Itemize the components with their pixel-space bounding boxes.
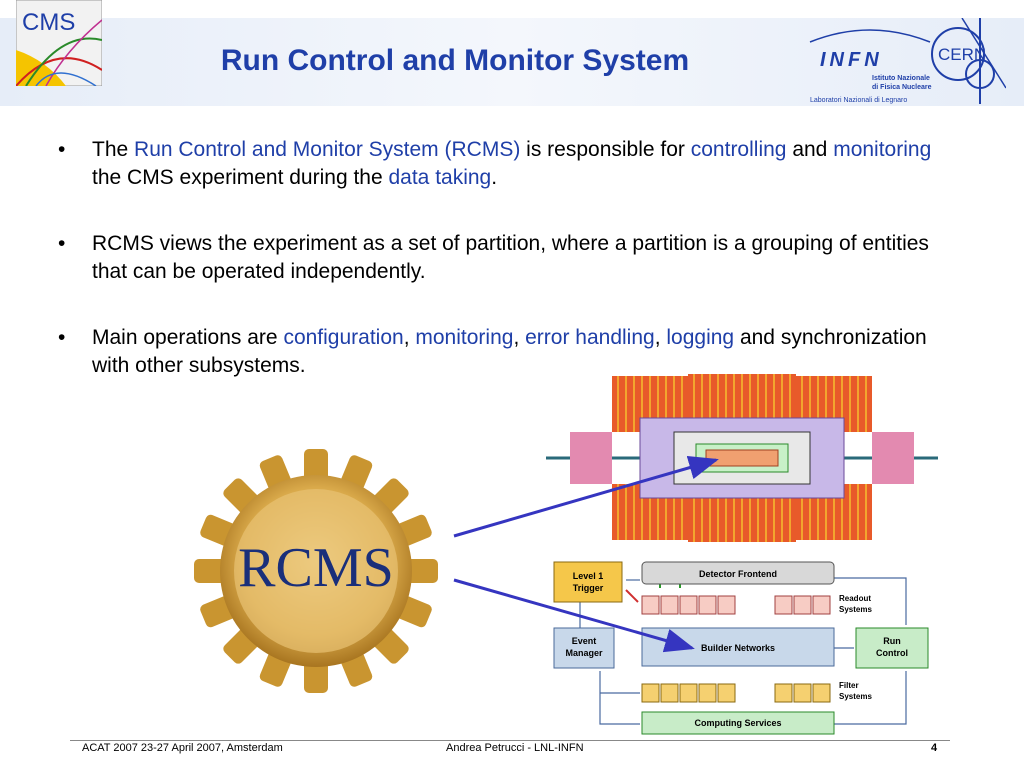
bullet-item: RCMS views the experiment as a set of pa… bbox=[58, 230, 958, 286]
highlighted-term: logging bbox=[666, 326, 735, 349]
bullet-item: Main operations are configuration, monit… bbox=[58, 324, 958, 380]
svg-text:Control: Control bbox=[876, 648, 908, 658]
svg-text:Event: Event bbox=[572, 636, 597, 646]
cell bbox=[698, 683, 717, 703]
highlighted-term: controlling bbox=[690, 138, 787, 161]
svg-text:CERN: CERN bbox=[938, 45, 986, 64]
bullet-text: . bbox=[491, 166, 498, 189]
cms-detector-image bbox=[546, 374, 938, 542]
daq-connectors bbox=[579, 577, 907, 725]
cell bbox=[793, 595, 812, 615]
cell bbox=[812, 595, 831, 615]
highlighted-term: Run Control and Monitor System (RCMS) bbox=[134, 138, 521, 161]
bullet-text: RCMS views the experiment as a set of pa… bbox=[92, 232, 929, 283]
cern-logo: CERN bbox=[931, 18, 1006, 104]
svg-text:Builder Networks: Builder Networks bbox=[701, 643, 775, 653]
bullet-text: and bbox=[786, 138, 834, 161]
bullet-list: The Run Control and Monitor System (RCMS… bbox=[58, 136, 958, 418]
svg-text:Level 1: Level 1 bbox=[573, 571, 604, 581]
computing-services-box bbox=[641, 711, 835, 735]
highlighted-term: monitoring bbox=[833, 138, 932, 161]
svg-text:RCMS: RCMS bbox=[238, 537, 394, 599]
cms-logo: CMS bbox=[16, 0, 102, 86]
cell bbox=[774, 683, 793, 703]
svg-text:Run: Run bbox=[883, 636, 901, 646]
run-control-box bbox=[855, 627, 929, 669]
highlighted-term: configuration bbox=[283, 326, 404, 349]
svg-text:Systems: Systems bbox=[839, 692, 872, 701]
bullet-text: is responsible for bbox=[520, 138, 691, 161]
bullet-text: Main operations are bbox=[92, 326, 284, 349]
bullet-text: , bbox=[654, 326, 667, 349]
cell bbox=[679, 595, 698, 615]
highlighted-term: data taking bbox=[388, 166, 492, 189]
svg-text:Computing Services: Computing Services bbox=[694, 718, 781, 728]
svg-text:Trigger: Trigger bbox=[573, 583, 604, 593]
footer-event: ACAT 2007 23-27 April 2007, Amsterdam bbox=[82, 742, 283, 754]
highlighted-term: error handling bbox=[525, 326, 655, 349]
cell bbox=[812, 683, 831, 703]
bullet-text: The bbox=[92, 138, 135, 161]
cell bbox=[717, 595, 736, 615]
bullet-text: and synchronization with other subsystem… bbox=[92, 326, 927, 377]
svg-text:di Fisica Nucleare: di Fisica Nucleare bbox=[872, 84, 932, 91]
svg-text:Filter: Filter bbox=[839, 681, 859, 690]
footer-rule bbox=[70, 740, 950, 741]
rcms-gear-logo: RCMS bbox=[194, 449, 438, 693]
cell bbox=[660, 683, 679, 703]
svg-text:Readout: Readout bbox=[839, 594, 871, 603]
cell bbox=[641, 595, 660, 615]
cell bbox=[698, 595, 717, 615]
page-number: 4 bbox=[931, 742, 938, 754]
level1-trigger-box bbox=[553, 561, 623, 603]
cell bbox=[793, 683, 812, 703]
cell bbox=[660, 595, 679, 615]
svg-text:Manager: Manager bbox=[565, 648, 603, 658]
daq-flow-diagram: Level 1 Trigger Detector Frontend Readou… bbox=[546, 558, 938, 738]
svg-text:Systems: Systems bbox=[839, 605, 872, 614]
svg-text:INFN: INFN bbox=[820, 49, 883, 71]
cell bbox=[717, 683, 736, 703]
infn-logo: INFN Istituto Nazionale di Fisica Nuclea… bbox=[809, 29, 932, 104]
detector-frontend-box bbox=[641, 561, 835, 585]
header-band bbox=[0, 18, 1024, 106]
page-title: Run Control and Monitor System bbox=[220, 44, 690, 77]
cell bbox=[679, 683, 698, 703]
footer-author: Andrea Petrucci - LNL-INFN bbox=[446, 742, 584, 754]
cell bbox=[641, 683, 660, 703]
svg-text:Istituto Nazionale: Istituto Nazionale bbox=[872, 75, 930, 82]
cell bbox=[774, 595, 793, 615]
highlighted-term: monitoring bbox=[415, 326, 514, 349]
filter-cells bbox=[641, 683, 831, 703]
bullet-text: , bbox=[513, 326, 526, 349]
bullet-text: , bbox=[403, 326, 416, 349]
svg-text:Detector Frontend: Detector Frontend bbox=[699, 569, 777, 579]
svg-text:Laboratori Nazionali di Legnar: Laboratori Nazionali di Legnaro bbox=[810, 97, 907, 104]
bullet-text: the CMS experiment during the bbox=[92, 166, 389, 189]
bullet-item: The Run Control and Monitor System (RCMS… bbox=[58, 136, 958, 192]
svg-text:CMS: CMS bbox=[22, 9, 75, 36]
